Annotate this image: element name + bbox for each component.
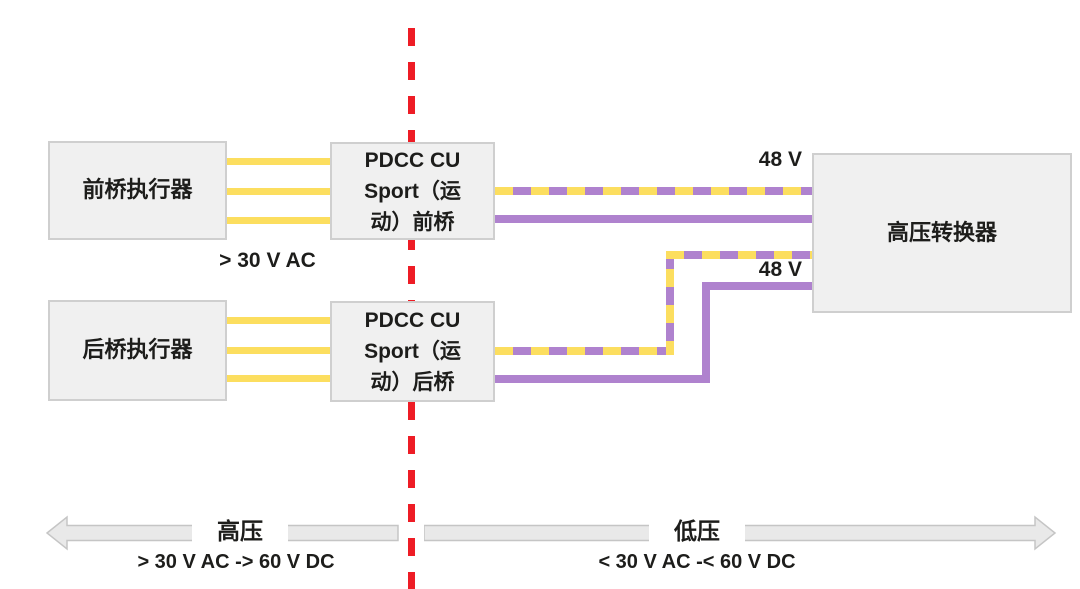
wire-front-yellow-3 bbox=[227, 217, 330, 224]
front-axle-actuator-box: 前桥执行器 bbox=[48, 141, 227, 240]
hv-converter-label: 高压转换器 bbox=[886, 219, 997, 245]
wire-rear-48v-dashed-bottom bbox=[495, 347, 674, 355]
wire-rear-yellow-3 bbox=[227, 375, 330, 382]
wire-front-yellow-1 bbox=[227, 158, 330, 165]
front-axle-actuator-label: 前桥执行器 bbox=[82, 177, 193, 203]
wire-rear-yellow-1 bbox=[227, 317, 330, 324]
rear-axle-actuator-box: 后桥执行器 bbox=[48, 300, 227, 401]
front-48v-label: 48 V bbox=[758, 148, 802, 171]
low-voltage-zone-title: 低压 bbox=[649, 512, 745, 546]
rear-axle-actuator-label: 后桥执行器 bbox=[82, 337, 193, 363]
pdcc-cu-sport-rear-label: PDCC CU Sport（运 动）后桥 bbox=[364, 309, 461, 394]
wire-front-purple bbox=[495, 215, 812, 223]
high-voltage-zone-range: > 30 V AC -> 60 V DC bbox=[137, 551, 335, 573]
wire-rear-48v-dashed-riser bbox=[666, 251, 674, 355]
pdcc-cu-sport-rear-box: PDCC CU Sport（运 动）后桥 bbox=[330, 301, 495, 402]
pdcc-cu-sport-front-label: PDCC CU Sport（运 动）前桥 bbox=[364, 148, 461, 234]
wire-rear-purple-top bbox=[702, 282, 812, 290]
hv-converter-box: 高压转换器 bbox=[812, 153, 1072, 313]
wire-rear-yellow-2 bbox=[227, 347, 330, 354]
wire-front-yellow-2 bbox=[227, 188, 330, 195]
wire-rear-purple-bottom bbox=[495, 375, 710, 383]
high-voltage-zone-title: 高压 bbox=[192, 512, 288, 546]
rear-48v-label: 48 V bbox=[758, 258, 802, 281]
low-voltage-zone-range: < 30 V AC -< 60 V DC bbox=[598, 551, 796, 573]
wire-rear-purple-riser bbox=[702, 282, 710, 383]
wire-front-48v-dashed bbox=[495, 187, 812, 195]
wire-rear-48v-dashed-top bbox=[666, 251, 812, 259]
front-wire-voltage-label: > 30 V AC bbox=[219, 249, 316, 272]
pdcc-cu-sport-front-box: PDCC CU Sport（运 动）前桥 bbox=[330, 142, 495, 240]
